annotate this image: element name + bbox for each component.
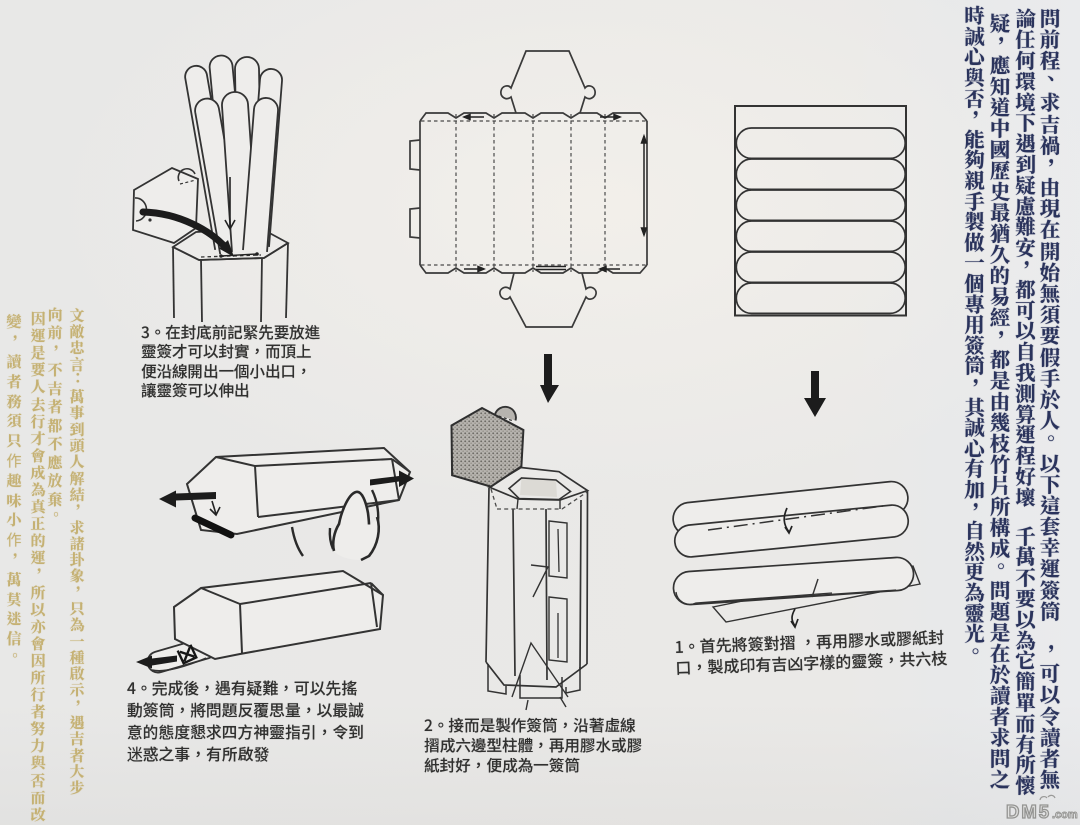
svg-text:.com: .com xyxy=(1052,809,1078,821)
svg-text:DM5: DM5 xyxy=(1006,801,1051,822)
